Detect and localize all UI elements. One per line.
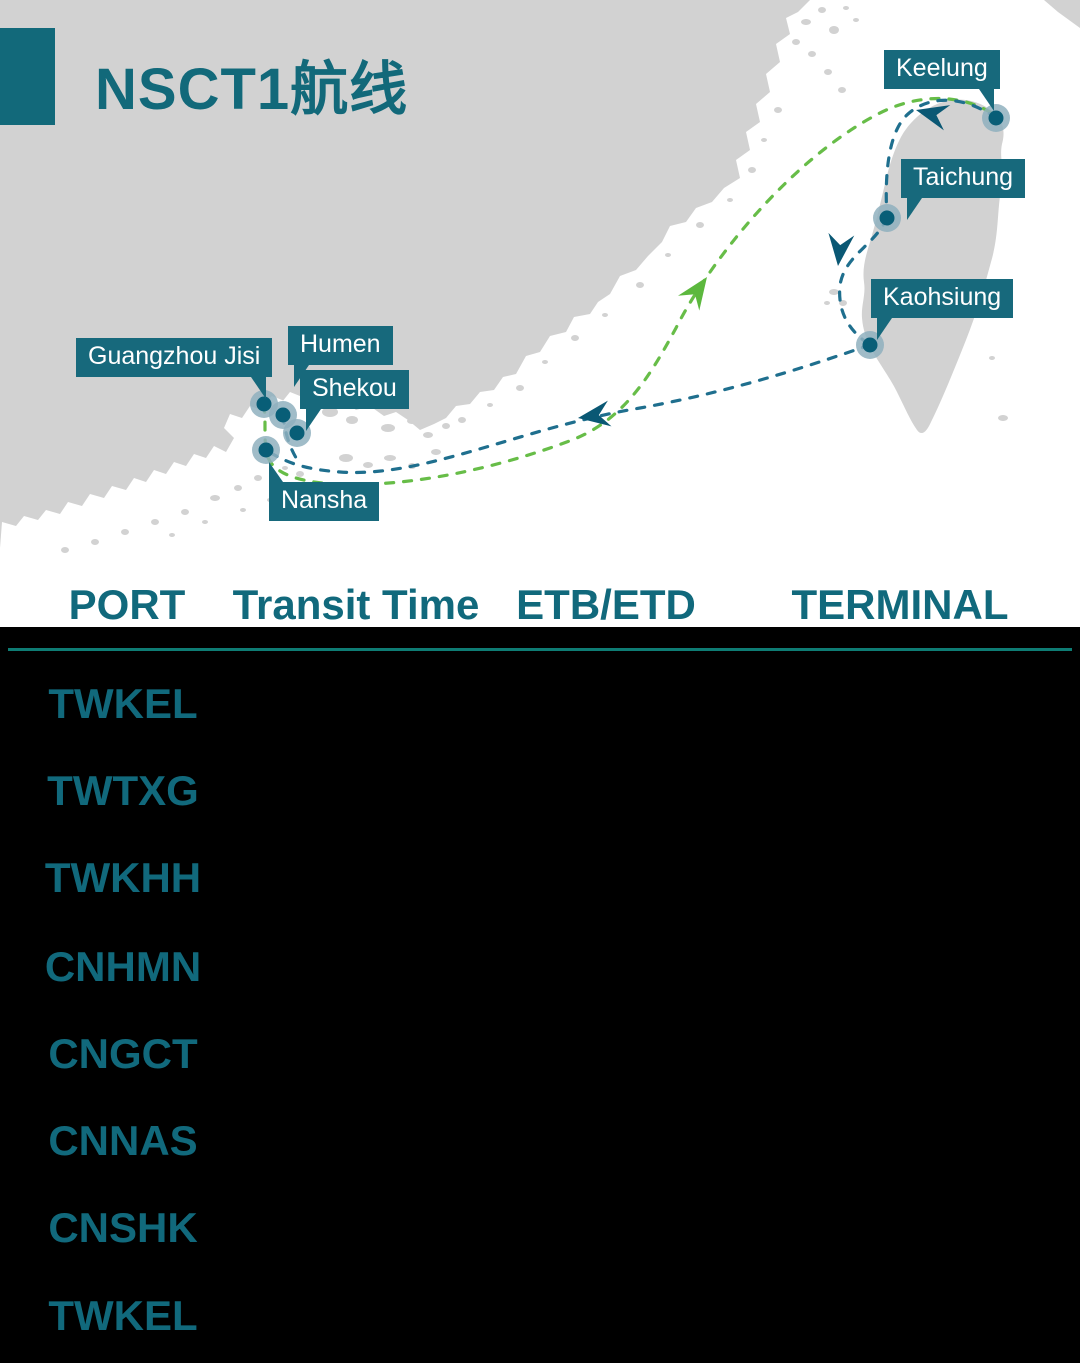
port-label-guangzhou-jisi: Guangzhou Jisi [76, 338, 273, 399]
port-label-taichung: Taichung [901, 159, 1026, 220]
table-row-port-code: TWKHH [44, 854, 202, 901]
map-section: NSCT1航线 Keelung Taichung Kaohsiung Guang… [0, 0, 1080, 627]
blue-arrow-strait [578, 400, 612, 427]
corner-land [1044, 0, 1080, 28]
table-row-port-code: TWKEL [48, 1292, 198, 1339]
table-header-divider [8, 648, 1072, 651]
blue-arrow-north [916, 105, 951, 131]
port-markers [250, 104, 1010, 464]
mainland-shape [0, 0, 810, 548]
port-label-shekou: Shekou [300, 370, 409, 431]
port-label-keelung: Keelung [884, 50, 1000, 111]
port-marker-kaohsiung [856, 331, 884, 359]
table-row-port-code: CNSHK [48, 1204, 198, 1251]
taiwan-shape [861, 99, 1004, 434]
port-marker-taichung [873, 204, 901, 232]
page-title: NSCT1航线 [95, 57, 409, 122]
port-marker-keelung [982, 104, 1010, 132]
column-header-transit-time: Transit Time [232, 581, 480, 628]
port-marker-shekou [283, 419, 311, 447]
green-arrow [677, 277, 707, 311]
port-marker-nansha [252, 436, 280, 464]
column-header-terminal: TERMINAL [791, 581, 1009, 628]
title-accent-bar [0, 28, 55, 125]
column-header-etb-etd: ETB/ETD [516, 581, 696, 628]
port-label-nansha: Nansha [269, 462, 380, 521]
blue-arrow-west-coast [828, 232, 855, 266]
coastal-islets [61, 6, 1008, 553]
table-row-port-code: TWKEL [48, 680, 198, 727]
route-arrowheads [578, 105, 951, 427]
port-label-humen: Humen [288, 326, 393, 387]
column-header-port: PORT [68, 581, 186, 628]
table-row-port-code: TWTXG [47, 767, 199, 814]
route-northbound-line [262, 96, 998, 487]
table-row-port-code: CNGCT [48, 1030, 198, 1077]
table-row-port-code: CNHMN [44, 943, 202, 990]
table-row-port-code: CNNAS [48, 1117, 198, 1164]
port-label-kaohsiung: Kaohsiung [871, 279, 1014, 340]
